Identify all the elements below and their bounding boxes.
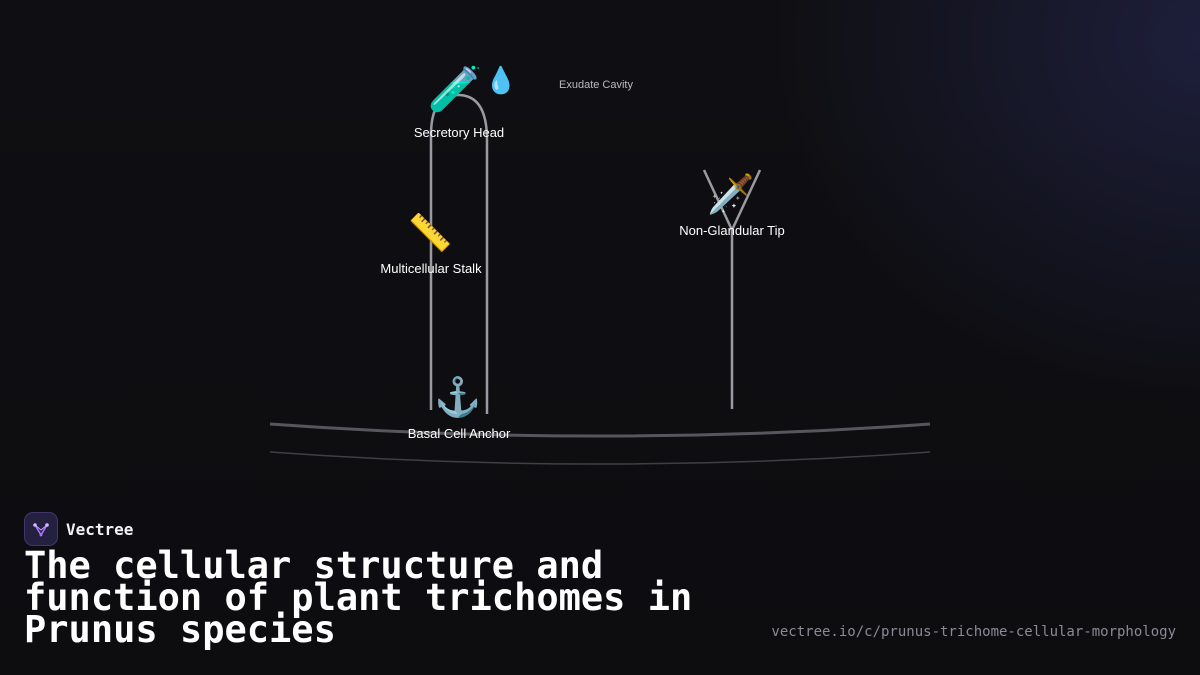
- label-multicellular-stalk: Multicellular Stalk: [380, 261, 482, 276]
- label-exudate-cavity: Exudate Cavity: [559, 79, 633, 91]
- brand: Vectree: [24, 512, 133, 546]
- non-glandular-trichome-outline: [702, 169, 762, 409]
- droplet-icon: 💧: [484, 65, 518, 95]
- source-url: vectree.io/c/prunus-trichome-cellular-mo…: [771, 624, 1176, 640]
- anchor-icon: ⚓: [434, 377, 482, 419]
- dagger-icon: 🗡️: [707, 174, 755, 216]
- label-basal-cell-anchor: Basal Cell Anchor: [407, 426, 511, 441]
- leaf-surface-lower: [269, 451, 931, 465]
- glandular-trichome-outline: [429, 93, 489, 414]
- leaf-surface-upper: [269, 422, 931, 438]
- test-tube-icon: 🧪: [427, 65, 483, 114]
- brand-name: Vectree: [66, 519, 134, 539]
- label-secretory-head: Secretory Head: [413, 125, 505, 140]
- vectree-logo-icon: [24, 512, 58, 546]
- label-non-glandular-tip: Non-Glandular Tip: [679, 223, 785, 238]
- page-title: The cellular structure and function of p…: [24, 544, 693, 651]
- ruler-icon: 📏: [407, 212, 453, 253]
